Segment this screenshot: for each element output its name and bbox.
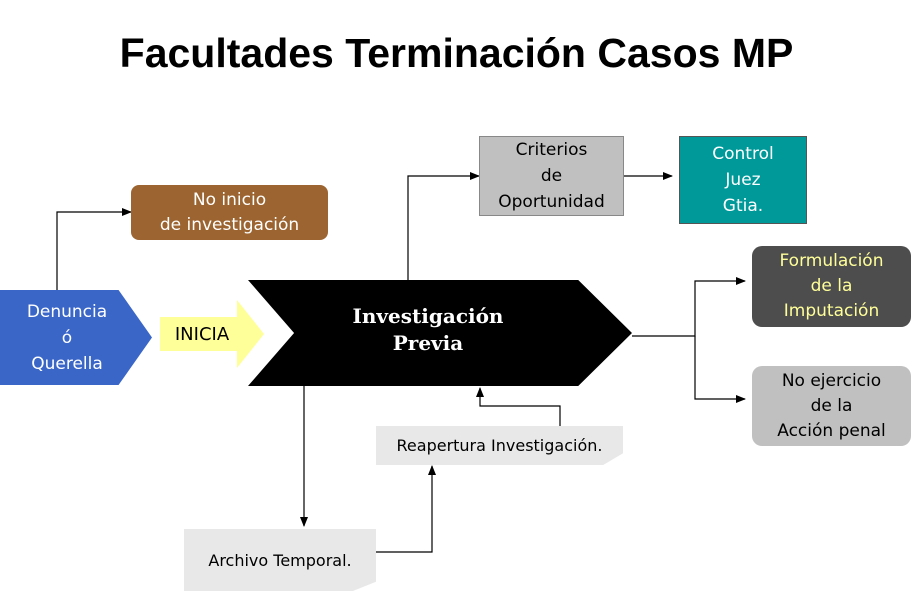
control-juez-node: Control Juez Gtia. [679,136,807,224]
criterios-line-2: de [540,166,563,186]
investigacion-line-1: Investigación [352,304,504,328]
no-inicio-line-2: de investigación [159,214,300,235]
arrow-investigacion-to-criterios [407,172,480,280]
arrow-investigacion-to-no-ejercicio [694,336,746,403]
criterios-line-3: Oportunidad [498,192,605,212]
archivo-label: Archivo Temporal. [208,550,352,570]
control-line-2: Juez [725,170,761,190]
archivo-temporal-note: Archivo Temporal. [184,529,376,591]
arrow-reapertura-to-investigacion [476,387,561,426]
no-inicio-line-1: No inicio [192,189,267,210]
investigacion-line-2: Previa [392,331,464,355]
arrow-investigacion-to-formulacion [632,277,746,337]
denuncia-line-2: ó [61,327,73,348]
criterios-line-1: Criterios [515,140,588,160]
denuncia-line-3: Querella [31,353,103,374]
no-ejercicio-line-2: de la [810,395,853,416]
control-line-1: Control [712,144,774,164]
reapertura-note: Reapertura Investigación. [376,426,623,465]
formulacion-line-3: Imputación [783,301,880,321]
arrow-denuncia-to-no-inicio [56,208,132,290]
no-inicio-node: No inicio de investigación [131,185,328,240]
inicia-label: INICIA [174,323,230,345]
formulacion-line-1: Formulación [779,251,884,271]
criterios-oportunidad-node: Criterios de Oportunidad [479,136,624,216]
formulacion-imputacion-node: Formulación de la Imputación [752,246,911,327]
denuncia-line-1: Denuncia [26,301,108,322]
no-ejercicio-node: No ejercicio de la Acción penal [752,366,911,446]
denuncia-querella-node: Denuncia ó Querella [0,290,152,385]
no-ejercicio-line-1: No ejercicio [781,370,882,391]
arrow-archivo-to-reapertura [362,465,436,553]
control-line-3: Gtia. [722,196,764,216]
reapertura-label: Reapertura Investigación. [396,436,603,455]
no-ejercicio-line-3: Acción penal [777,420,886,441]
diagram-title: Facultades Terminación Casos MP [119,30,794,76]
investigacion-previa-node: Investigación Previa [248,280,632,386]
formulacion-line-2: de la [810,276,853,296]
